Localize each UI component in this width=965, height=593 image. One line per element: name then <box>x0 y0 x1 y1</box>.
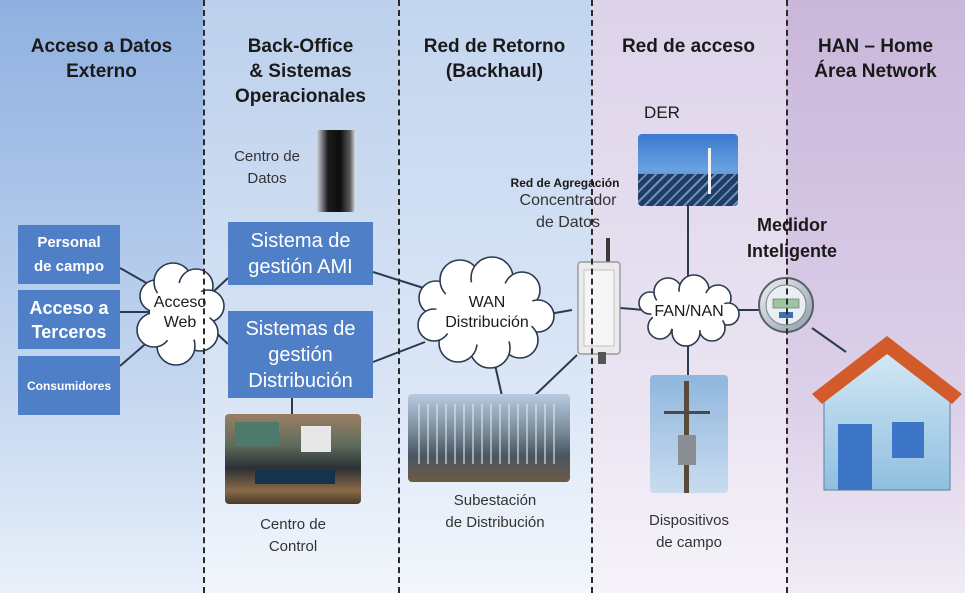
column-title-red-retorno: Red de Retorno (Backhaul) <box>423 36 566 82</box>
column-title-han: HAN – Home Área Network <box>814 36 937 82</box>
der-label: DER <box>644 103 680 122</box>
acceso-terceros-box: Acceso a Terceros <box>18 290 120 349</box>
dispositivos-de-campo-label: Dispositivos de campo <box>648 512 730 551</box>
column-divider <box>786 0 788 593</box>
substation-photo <box>408 394 570 482</box>
house-icon <box>812 336 962 491</box>
control-center-photo <box>225 414 361 504</box>
wan-distribucion-label: WAN Distribución <box>445 294 529 331</box>
column-divider <box>203 0 205 593</box>
wind-turbine-tower <box>708 148 711 194</box>
personal-de-campo-label: Personal de campo <box>33 233 105 275</box>
control-room-screen <box>301 426 331 452</box>
sistema-gestion-ami-label: Sistema de gestión AMI <box>248 229 353 278</box>
personal-de-campo-box: Personal de campo <box>18 225 120 284</box>
column-title-back-office: Back-Office & Sistemas Operacionales <box>235 36 366 107</box>
control-room-screen <box>235 422 279 446</box>
acceso-terceros-label: Acceso a Terceros <box>29 297 109 342</box>
sistemas-gestion-distribucion-label: Sistemas de gestión Distribución <box>245 317 356 392</box>
cloud-wan <box>417 256 555 369</box>
consumidores-label: Consumidores <box>26 378 111 393</box>
substation-structure <box>418 404 558 464</box>
pole-transformer <box>678 435 696 465</box>
column-title-red-acceso: Red de acceso <box>621 36 756 57</box>
subestacion-distribucion-label: Subestación de Distribución <box>445 492 545 531</box>
solar-panels <box>638 174 738 206</box>
der-photo <box>638 134 738 206</box>
control-room-screen <box>255 470 335 484</box>
cloud-fan-nan <box>638 274 740 347</box>
column-title-acceso-datos: Acceso a Datos Externo <box>30 36 173 82</box>
column-divider <box>591 0 593 593</box>
pole-crossarm <box>664 411 710 414</box>
fan-nan-label: FAN/NAN <box>654 303 724 320</box>
sistemas-gestion-distribucion-box: Sistemas de gestión Distribución <box>228 311 373 398</box>
concentrador-de-datos-label: Concentrador de Datos <box>519 192 617 231</box>
field-devices-photo <box>650 375 728 493</box>
medidor-inteligente-label: Medidor Inteligente <box>746 215 837 261</box>
sistema-gestion-ami-box: Sistema de gestión AMI <box>228 222 373 285</box>
column-divider <box>398 0 400 593</box>
centro-de-datos-label: Centro de Datos <box>234 148 300 187</box>
consumidores-box: Consumidores <box>18 356 120 415</box>
column-han <box>786 0 965 593</box>
data-concentrator-device <box>577 238 621 364</box>
red-de-agregacion-label: Red de Agregación <box>510 176 620 190</box>
acceso-web-label: Acceso Web <box>153 294 207 331</box>
centro-de-control-label: Centro de Control <box>260 516 326 555</box>
data-center-photo <box>316 130 356 212</box>
